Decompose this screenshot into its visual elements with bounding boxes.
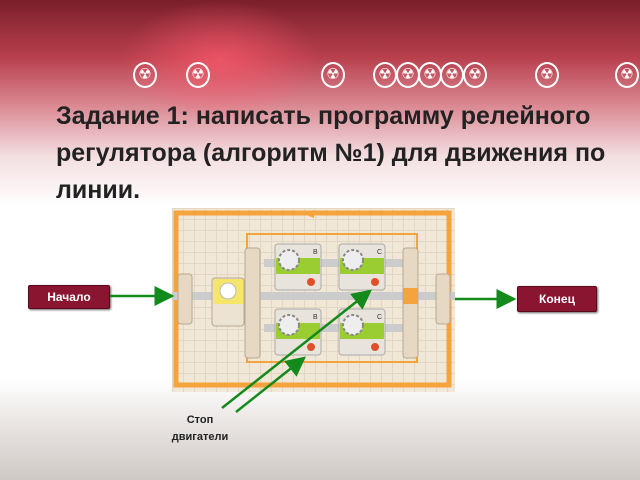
loop-start <box>177 273 193 325</box>
header-background <box>0 0 640 230</box>
stop-label-line1: Стоп <box>186 414 214 426</box>
header-glow <box>120 0 320 120</box>
motor-port: C <box>377 314 382 321</box>
motor-port: B <box>313 249 318 256</box>
gear-icon <box>278 249 300 271</box>
motor-port: B <box>313 314 318 321</box>
stop-motors-label: Стоп двигатели <box>160 412 240 446</box>
radiation-icon: ☢ <box>321 62 345 88</box>
motor-mode-icon <box>307 343 315 351</box>
nxt-program-diagram: B C B C <box>172 208 455 392</box>
gear-icon <box>342 314 364 336</box>
motor-mode-icon <box>371 343 379 351</box>
light-sensor-icon <box>219 282 237 300</box>
start-label: Начало <box>28 285 110 309</box>
radiation-icon: ☢ <box>535 62 559 88</box>
radiation-icon: ☢ <box>440 62 464 88</box>
motor-block[interactable]: B <box>274 243 322 291</box>
loop-end[interactable] <box>435 273 451 325</box>
switch-end-marker <box>403 288 418 304</box>
motor-mode-icon <box>371 278 379 286</box>
radiation-icon: ☢ <box>186 62 210 88</box>
motor-block[interactable]: B <box>274 308 322 356</box>
radiation-icon: ☢ <box>615 62 639 88</box>
radiation-icon: ☢ <box>133 62 157 88</box>
radiation-icon: ☢ <box>373 62 397 88</box>
radiation-icon: ☢ <box>463 62 487 88</box>
motor-mode-icon <box>307 278 315 286</box>
gear-icon <box>342 249 364 271</box>
motor-block[interactable]: C <box>338 243 386 291</box>
radiation-icon: ☢ <box>396 62 420 88</box>
footer-background <box>0 380 640 480</box>
motor-block[interactable]: C <box>338 308 386 356</box>
slide-title: Задание 1: написать программу релейного … <box>56 102 606 204</box>
motor-port: C <box>377 249 382 256</box>
switch-start[interactable] <box>244 247 261 359</box>
loop-arrow <box>304 210 314 218</box>
radiation-icon: ☢ <box>418 62 442 88</box>
end-label: Конец <box>517 286 597 312</box>
gear-icon <box>278 314 300 336</box>
stop-label-line2: двигатели <box>171 431 229 443</box>
